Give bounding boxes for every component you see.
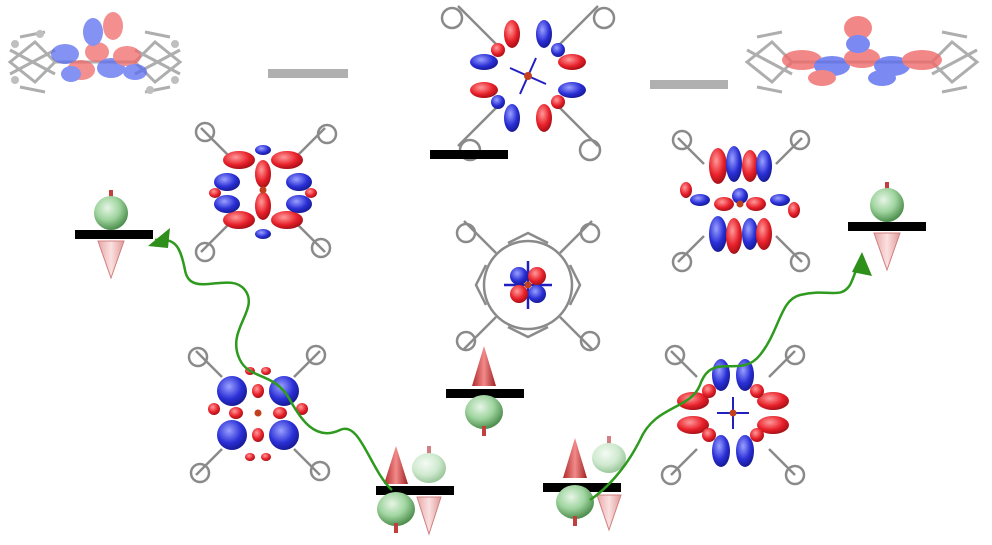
spin-right-lower-up-icon [556, 438, 594, 526]
orbital-right-lower-molecule [660, 344, 806, 486]
orbital-left-lower-molecule [187, 344, 331, 484]
occupied-level-center [446, 389, 524, 398]
spin-left-upper-icon [94, 190, 128, 280]
occupied-level-left-lower [376, 486, 454, 495]
orbital-center-dz2-molecule [455, 220, 601, 352]
occupied-level-center-top [430, 150, 508, 159]
spin-right-lower-down-icon [592, 436, 626, 532]
spin-left-lower-down-icon [412, 446, 446, 536]
orbital-right-upper-molecule [671, 129, 811, 273]
occupied-level-right-upper [848, 222, 926, 231]
orbital-left-upper-molecule [194, 121, 338, 263]
side-view-right-molecule [744, 16, 980, 94]
empty-level-left [268, 69, 348, 78]
empty-level-right [650, 80, 728, 89]
top-view-center-molecule [440, 5, 616, 162]
electron-transfer-path-right [589, 252, 872, 502]
side-view-left-molecule [7, 12, 183, 94]
occupied-level-left-upper [75, 230, 153, 239]
electron-transfer-path-left [148, 228, 393, 491]
spin-left-lower-up-icon [377, 446, 415, 533]
spin-right-upper-icon [870, 182, 904, 272]
spin-center-icon [465, 346, 503, 436]
